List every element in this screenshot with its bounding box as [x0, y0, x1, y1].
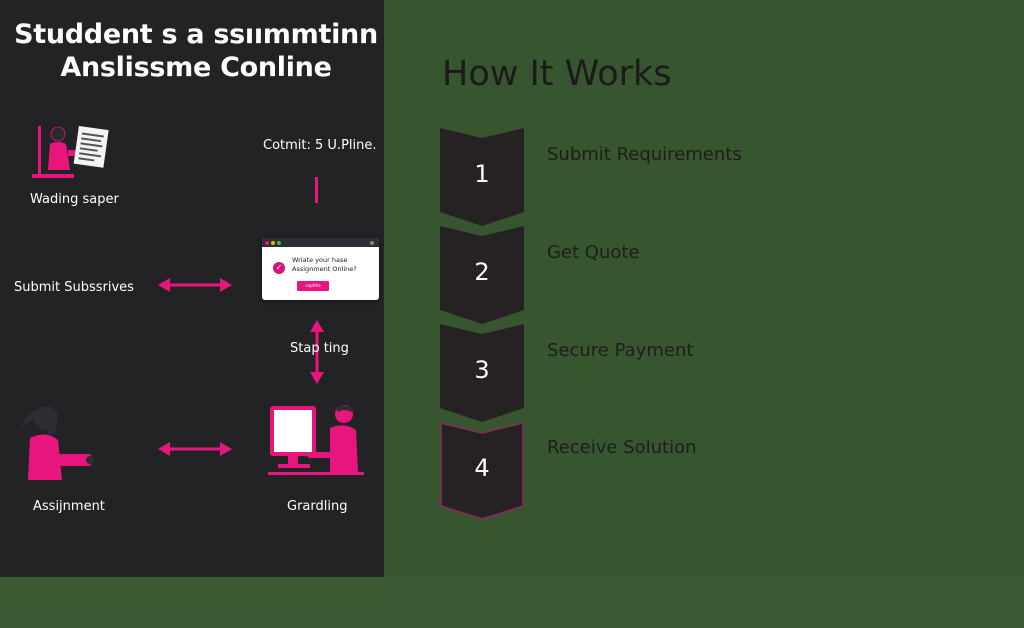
connector-line [315, 177, 318, 203]
window-dot-yellow-icon [271, 241, 275, 245]
window-dot-green-icon [277, 241, 281, 245]
how-it-works-title: How It Works [442, 54, 672, 94]
main-title: Studdent s a ssıımmtinn Anslissme Conlin… [0, 18, 392, 84]
person-reading-paper-icon [32, 125, 109, 178]
step-2-chevron [440, 226, 524, 324]
step-4-number: 4 [474, 454, 490, 482]
step-1-chevron [440, 128, 524, 226]
label-wading-saper: Wading saper [30, 192, 119, 207]
double-arrow-horizontal-lower-icon [158, 442, 232, 456]
label-stap-ting: Stap ting [290, 341, 349, 356]
label-submit-subssrives: Submit Subssrives [14, 280, 134, 295]
step-4-label: Receive Solution [547, 437, 697, 458]
main-title-line2: Anslissme Conline [60, 52, 332, 83]
step-3-chevron [440, 324, 524, 422]
person-at-computer-icon [268, 405, 364, 475]
dialog-message-line2: Assignment Online? [292, 265, 357, 273]
step-2-label: Get Quote [547, 242, 640, 263]
label-cotmit: Cotmit: 5 U.Pline. [263, 138, 377, 153]
main-title-line1: Studdent s a ssıımmtinn [14, 19, 378, 50]
dialog-message-line1: Wriate your hase [292, 256, 348, 264]
window-dot-red-icon [265, 241, 269, 245]
step-4-chevron [440, 422, 524, 520]
double-arrow-horizontal-icon [158, 278, 232, 292]
dialog-window[interactable]: ✓ Wriate your hase Assignment Online? ce… [262, 238, 379, 300]
double-arrow-vertical-icon [310, 320, 324, 384]
dialog-message: Wriate your hase Assignment Online? [292, 256, 357, 274]
step-2-number: 2 [474, 258, 490, 286]
step-3-number: 3 [474, 356, 490, 384]
step-3-label: Secure Payment [547, 340, 694, 361]
student-ponytail-icon [22, 406, 94, 480]
bottom-band [0, 577, 1024, 628]
step-1-label: Submit Requirements [547, 144, 742, 165]
dialog-accept-button[interactable]: ceptthe [297, 281, 329, 291]
label-grardling: Grardling [287, 499, 348, 514]
window-close-icon[interactable] [370, 241, 374, 245]
step-1-number: 1 [474, 160, 490, 188]
label-assijnment: Assijnment [33, 499, 105, 514]
check-circle-icon: ✓ [273, 262, 285, 274]
dialog-titlebar [262, 238, 379, 247]
